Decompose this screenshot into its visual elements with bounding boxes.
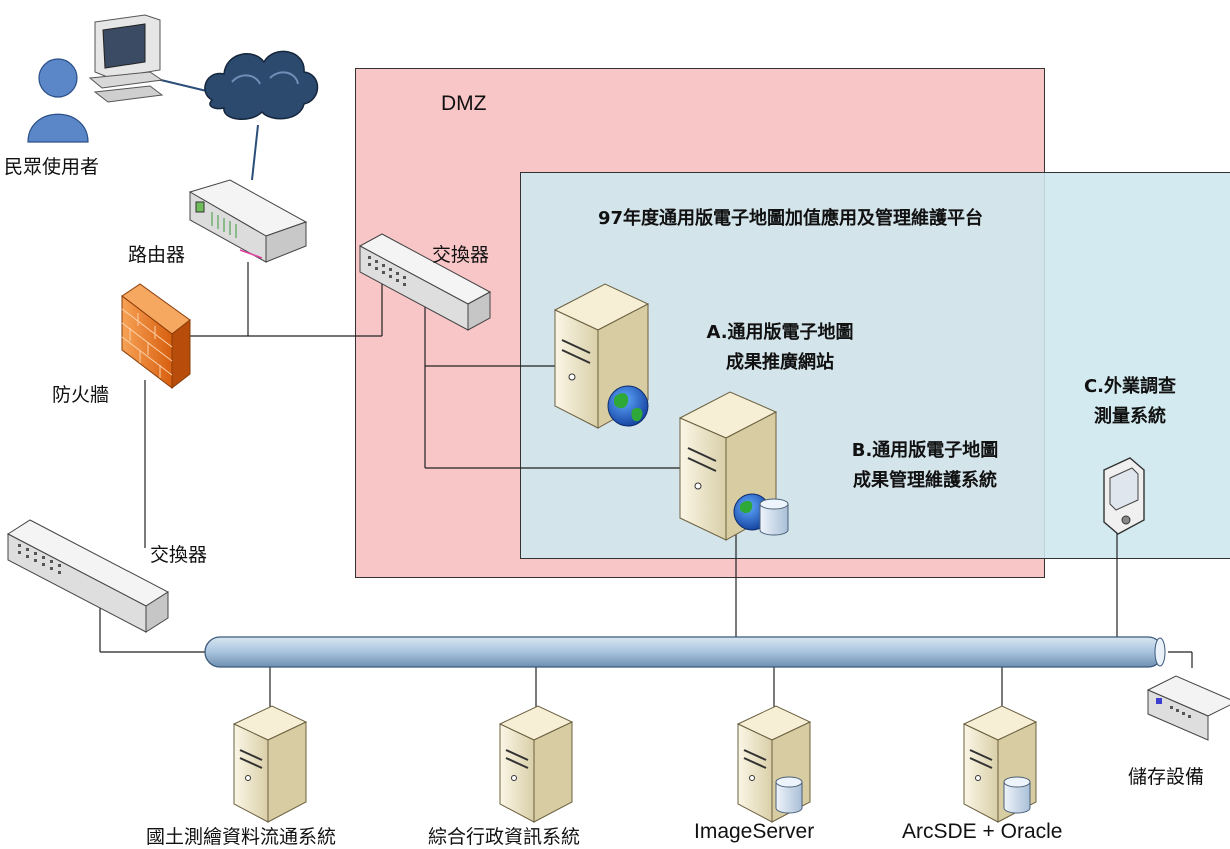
- internal-switch-label: 交換器: [150, 544, 208, 566]
- user-icon: [27, 58, 89, 143]
- system-c-label-line1: C.外業調查: [1083, 376, 1177, 397]
- system-c-label-line2: 測量系統: [1094, 406, 1166, 427]
- pda-icon: [1103, 457, 1145, 535]
- public-user-label: 民眾使用者: [4, 156, 100, 178]
- network-backbone: [204, 636, 1166, 668]
- national-system-label: 國土測繪資料流通系統: [146, 826, 337, 848]
- globe-icon: [607, 385, 649, 427]
- dmz-label: DMZ: [441, 92, 487, 115]
- database-icon: [775, 776, 803, 814]
- server-a-label: A.通用版電子地圖 成果推廣網站: [660, 318, 900, 374]
- admin-system-label: 綜合行政資訊系統: [428, 826, 581, 848]
- computer-icon: [88, 14, 164, 103]
- switch-icon: [358, 233, 492, 331]
- server-icon: [498, 705, 574, 823]
- platform-title: 97年度通用版電子地圖加值應用及管理維護平台: [598, 208, 984, 229]
- cloud-icon: [204, 50, 319, 120]
- database-icon: [1003, 776, 1031, 814]
- firewall-label: 防火牆: [52, 384, 110, 406]
- server-a-label-line1: A.通用版電子地圖: [706, 322, 854, 343]
- server-icon: [232, 705, 308, 823]
- arcsde-label: ArcSDE + Oracle: [902, 820, 1063, 843]
- server-b-label: B.通用版電子地圖 成果管理維護系統: [800, 436, 1050, 492]
- firewall-icon: [121, 283, 191, 390]
- system-c-label: C.外業調查 測量系統: [1050, 372, 1210, 428]
- server-a-label-line2: 成果推廣網站: [726, 352, 834, 373]
- router-icon: [188, 179, 308, 263]
- router-label: 路由器: [128, 244, 186, 266]
- storage-label: 儲存設備: [1128, 766, 1205, 788]
- image-server-label: ImageServer: [694, 820, 815, 843]
- storage-icon: [1146, 675, 1230, 741]
- switch-icon: [7, 519, 169, 633]
- database-icon: [759, 498, 789, 536]
- dmz-switch-label: 交換器: [432, 244, 490, 266]
- server-b-label-line2: 成果管理維護系統: [853, 470, 997, 491]
- server-b-label-line1: B.通用版電子地圖: [851, 440, 999, 461]
